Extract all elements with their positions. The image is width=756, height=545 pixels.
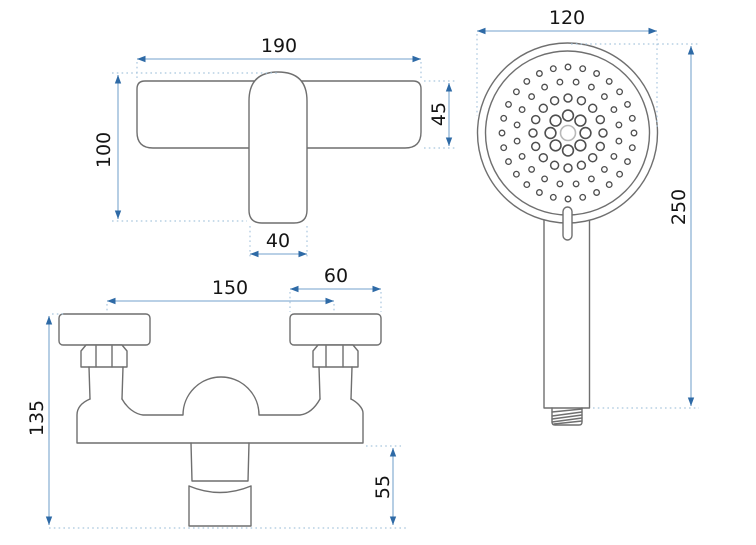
left-flange-outline — [58, 313, 151, 346]
hand-shower-view: 120 250 — [476, 7, 699, 426]
dim-label-total-height: 135 — [26, 400, 48, 436]
dim-label-top-width: 190 — [261, 35, 297, 57]
shower-handle-outline — [543, 219, 591, 409]
faucet-top-view: 190 100 45 40 — [93, 35, 457, 258]
outlet-outline — [190, 442, 250, 482]
dim-label-flange-width: 60 — [324, 265, 348, 287]
shower-thread-hatching — [551, 408, 583, 425]
right-nut-outline — [312, 344, 359, 368]
dim-label-outlet-drop: 55 — [372, 475, 394, 499]
faucet-top-handle-outline — [248, 71, 308, 224]
dim-label-top-depth: 100 — [93, 132, 115, 168]
dim-label-bar-depth: 45 — [428, 102, 450, 126]
faucet-front-view: 150 60 135 55 — [26, 265, 406, 529]
outlet-cap-outline — [188, 485, 252, 527]
shower-nozzle-pattern — [498, 63, 638, 203]
right-stem-outline — [318, 366, 353, 400]
spray-mode-toggle — [562, 206, 573, 241]
dim-label-valve-spacing: 150 — [212, 277, 248, 299]
dim-label-handle-width: 40 — [266, 230, 290, 252]
shower-thread-outline — [551, 407, 583, 426]
body-outer-outline — [76, 398, 364, 444]
left-stem-outline — [88, 366, 124, 400]
shower-head-center-ring — [559, 124, 577, 142]
right-flange-outline — [289, 313, 382, 346]
left-nut-outline — [80, 344, 128, 368]
dim-label-total-length: 250 — [668, 189, 690, 225]
dim-label-head-diameter: 120 — [549, 7, 585, 29]
body-top-and-arch-outline — [121, 376, 321, 416]
